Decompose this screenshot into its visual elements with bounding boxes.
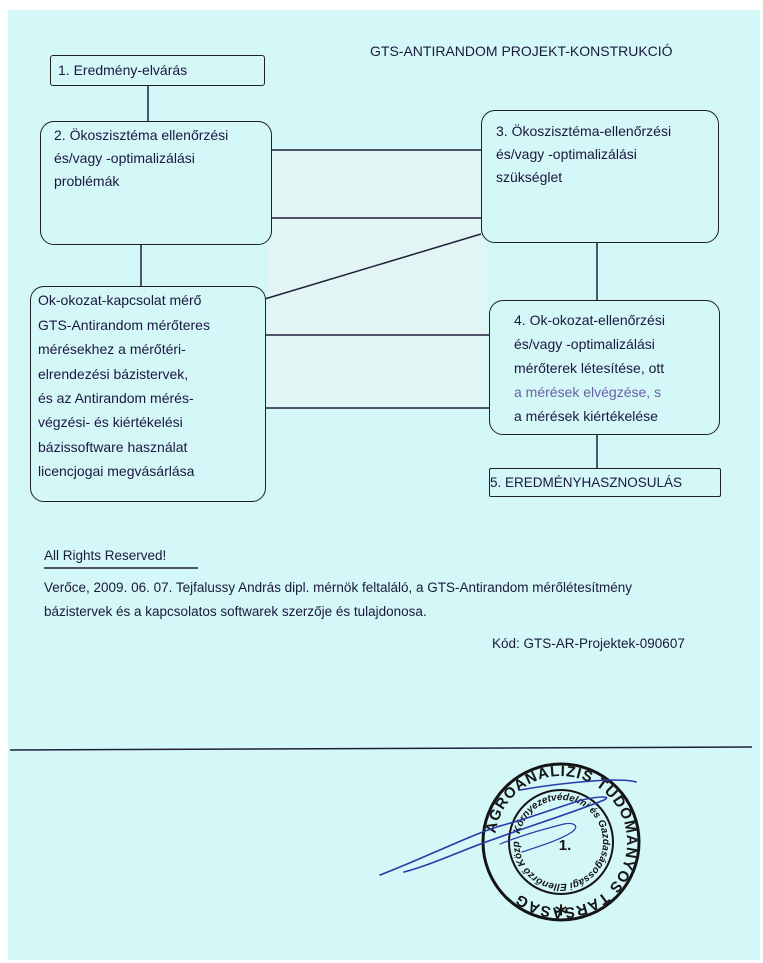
stamp-star: *	[555, 900, 568, 928]
center-line8: licencjogai megvásárlása	[38, 463, 195, 479]
box4-line2: és/vagy -optimalizálási	[514, 336, 655, 352]
center-line7: bázissoftware használat	[38, 439, 188, 455]
box-ecosystem-problems: 2. Ökoszisztéma ellenőrzési és/vagy -opt…	[40, 121, 272, 245]
stamp-number: 1.	[559, 837, 572, 854]
signature-stroke-2	[499, 822, 577, 853]
box-license-purchase: Ok-okozat-kapcsolat mérő GTS-Antirandom …	[30, 286, 266, 502]
box3-line3: szükséglet	[496, 169, 563, 185]
box-measurement-spaces: 4. Ok-okozat-ellenőrzési és/vagy -optima…	[489, 300, 720, 435]
page-divider	[9, 746, 753, 751]
signature-stroke	[379, 779, 637, 876]
box3-line1: 3. Ökoszisztéma-ellenőrzési	[496, 123, 672, 139]
box4-line5: a mérések kiértékelése	[514, 408, 658, 424]
box2-line1: 2. Ökoszisztéma ellenőrzési	[54, 127, 229, 143]
center-line4: elrendezési bázistervek,	[38, 366, 189, 382]
document-code: Kód: GTS-AR-Projektek-090607	[492, 636, 685, 651]
center-line3: mérésekhez a mérőtéri-	[38, 341, 186, 357]
box5-label: 5. EREDMÉNYHASZNOSULÁS	[490, 475, 683, 490]
box2-line2: és/vagy -optimalizálási	[54, 150, 195, 166]
author-line-1: Verőce, 2009. 06. 07. Tejfalussy András …	[44, 580, 633, 595]
box4-line1: 4. Ok-okozat-ellenőrzési	[514, 312, 665, 328]
round-stamp: AGROANALÍZIS TUDOMÁNYOS TÁRSASÁG Környez…	[481, 762, 641, 928]
shaded-area	[268, 150, 486, 410]
page-title: GTS-ANTIRANDOM PROJEKT-KONSTRUKCIÓ	[370, 43, 673, 59]
box1-label: 1. Eredmény-elvárás	[58, 62, 188, 78]
box2-line3: problémák	[54, 173, 120, 189]
center-line2: GTS-Antirandom mérőteres	[38, 317, 210, 333]
rights-reserved: All Rights Reserved!	[44, 548, 167, 563]
center-line1: Ok-okozat-kapcsolat mérő	[38, 292, 202, 308]
box3-line2: és/vagy -optimalizálási	[496, 146, 637, 162]
author-line-2: bázistervek és a kapcsolatos softwarek s…	[44, 604, 427, 619]
connector-center-3	[257, 233, 482, 302]
box4-line3: mérőterek létesítése, ott	[514, 360, 665, 376]
box-result-utilization: 5. EREDMÉNYHASZNOSULÁS	[489, 468, 721, 497]
center-line5: és az Antirandom mérés-	[38, 390, 194, 406]
box4-line4: a mérések elvégzése, s	[514, 384, 662, 400]
box-ecosystem-need: 3. Ökoszisztéma-ellenőrzési és/vagy -opt…	[481, 110, 719, 243]
center-line6: végzési- és kiértékelési	[38, 414, 183, 430]
box-result-expectation: 1. Eredmény-elvárás	[50, 55, 265, 86]
